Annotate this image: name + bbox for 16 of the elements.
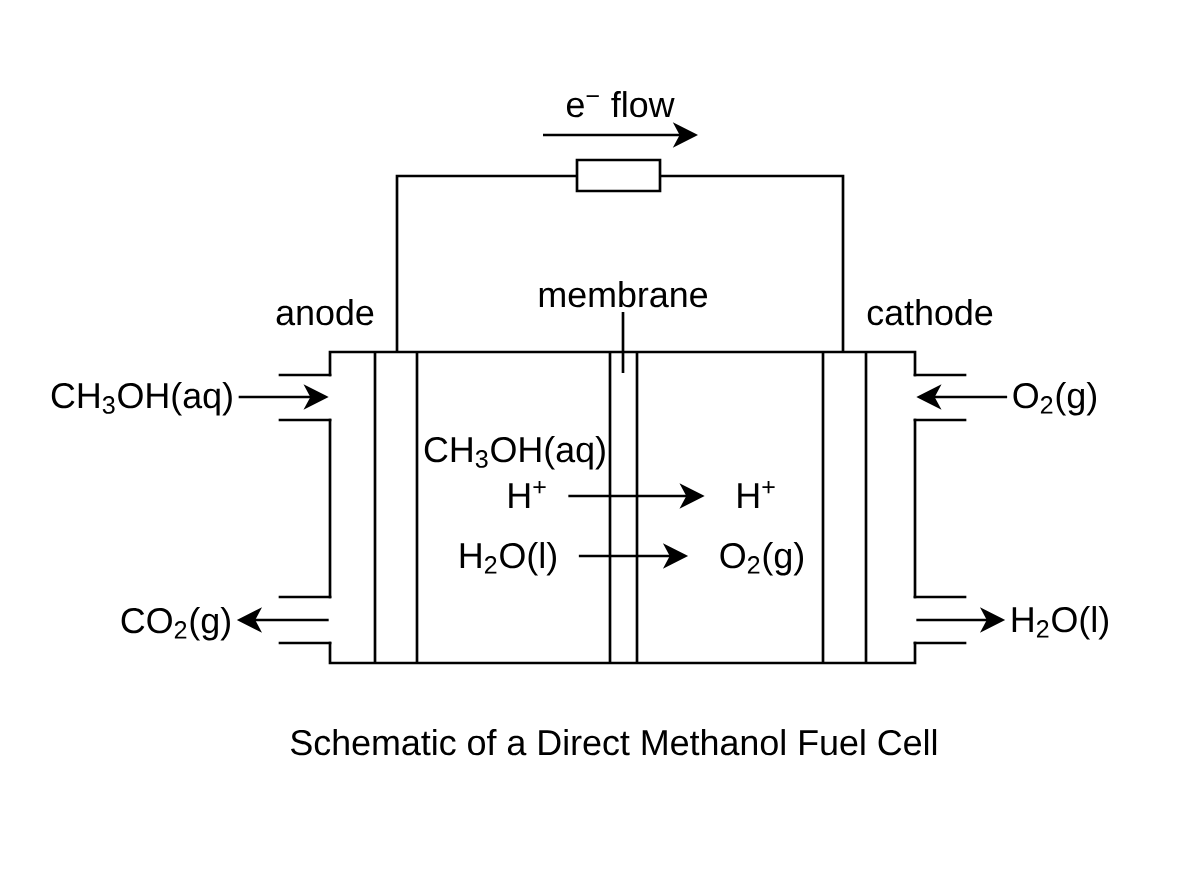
species-label: H$_{2}$O(l) xyxy=(460,542,556,576)
species-label: CH$_{3}$OH(aq) xyxy=(51,382,232,416)
species-label: CO$_{2}$(g) xyxy=(121,607,230,641)
species-label: O$_{2}$(g) xyxy=(1013,382,1096,416)
electrode-label: cathode xyxy=(867,299,993,326)
membrane-label: membrane xyxy=(539,281,708,308)
leader-line xyxy=(621,312,625,373)
species-label: H$^{+}$ xyxy=(738,481,775,508)
species-label: H$^{+}$ xyxy=(509,481,546,508)
cell-outline xyxy=(328,350,917,665)
species-label: CH$_{3}$OH(aq) xyxy=(424,436,605,470)
electrode-label: anode xyxy=(276,299,374,326)
species-label: O$_{2}$(g) xyxy=(720,542,803,576)
caption: Schematic of a Direct Methanol Fuel Cell xyxy=(291,729,937,756)
flow-label: e$^{−}$ flow xyxy=(567,91,675,118)
species-label: H$_{2}$O(l) xyxy=(1012,606,1108,640)
